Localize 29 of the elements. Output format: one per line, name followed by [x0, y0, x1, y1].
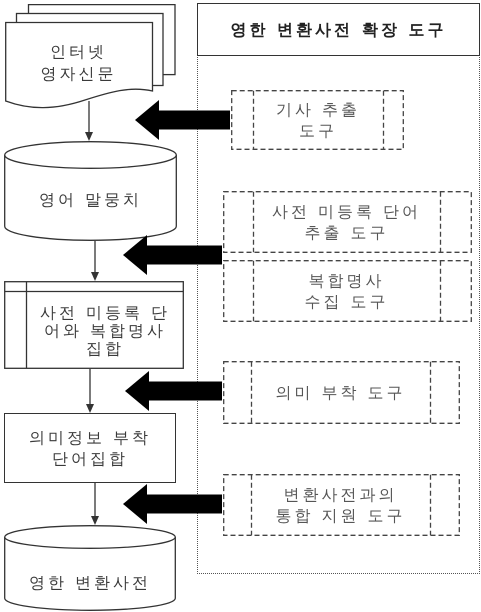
process-label: 사전 미등록 단어와 복합명사 집합 [38, 304, 172, 358]
thick-arrow [123, 484, 222, 524]
process-box [4, 413, 176, 483]
document-stack [5, 4, 176, 109]
predefined-process [4, 281, 184, 369]
tool-panel [197, 3, 480, 574]
flow-arrow [91, 483, 99, 525]
tool-name: 복합명사 수집 도구 [303, 270, 390, 312]
thick-arrow [135, 100, 230, 140]
step-label: 의미정보 부착 단어집합 [28, 427, 152, 469]
tool-name: 의미 부착 도구 [275, 382, 406, 403]
thick-arrow [125, 371, 222, 411]
dashed-module [223, 474, 460, 536]
dashed-module [231, 90, 404, 150]
dashed-module [223, 260, 472, 322]
database-cylinder [4, 525, 176, 611]
database-name: 영어 말뭉치 [38, 189, 142, 211]
flow-arrow [91, 241, 99, 281]
tool-name: 변환사전과의 통합 지원 도구 [274, 484, 407, 526]
tool-name: 기사 추출 도구 [274, 99, 362, 141]
dashed-module [223, 191, 472, 253]
document-title: 인터넷 영자신문 [40, 41, 118, 85]
tool-name: 사전 미등록 단어 추출 도구 [270, 201, 422, 243]
dashed-module [223, 361, 460, 424]
database-cylinder [4, 141, 177, 241]
panel-title: 영한 변환사전 확장 도구 [230, 18, 446, 40]
flow-arrow [85, 101, 93, 141]
database-name: 영한 변환사전 [28, 572, 152, 594]
flow-arrow [86, 369, 94, 413]
